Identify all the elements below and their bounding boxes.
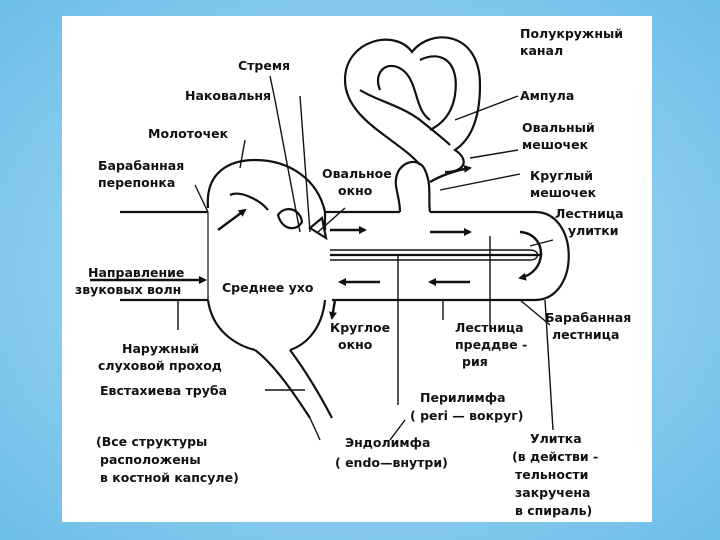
label-scala-tympani: Барабанная	[545, 310, 631, 325]
label-perilymph: Перилимфа	[420, 390, 506, 405]
label-scala-vestibuli: Лестница	[455, 320, 524, 335]
svg-text:мешочек: мешочек	[530, 185, 597, 200]
svg-text:мешочек: мешочек	[522, 137, 589, 152]
svg-text:преддве -: преддве -	[455, 337, 527, 352]
svg-text:окно: окно	[338, 183, 373, 198]
svg-text:лестница: лестница	[552, 327, 619, 342]
semicircular-canal-inner	[377, 55, 457, 131]
svg-text:в спираль): в спираль)	[515, 503, 592, 518]
svg-text:рия: рия	[462, 354, 488, 369]
svg-text:перепонка: перепонка	[98, 175, 175, 190]
label-eustachian-tube: Евстахиева труба	[100, 383, 227, 398]
middle-ear-cavity	[206, 158, 327, 352]
label-eardrum: Барабанная	[98, 158, 184, 173]
label-cochlear-duct: Лестница	[555, 206, 624, 221]
label-stapes: Стремя	[238, 58, 290, 73]
svg-text:( peri — вокруг): ( peri — вокруг)	[410, 408, 523, 423]
label-incus: Наковальня	[185, 88, 271, 103]
label-middle-ear: Среднее ухо	[222, 280, 314, 295]
svg-text:( endo—внутри): ( endo—внутри)	[335, 455, 448, 470]
label-ear-canal: Наружный	[122, 341, 199, 356]
label-endolymph: Эндолимфа	[345, 435, 430, 450]
malleus-shape	[229, 192, 269, 211]
svg-text:(в действи -: (в действи -	[512, 449, 598, 464]
svg-text:улитки: улитки	[568, 223, 619, 238]
svg-text:в костной капсуле): в костной капсуле)	[100, 470, 239, 485]
eustachian-tube-shape	[254, 349, 333, 419]
stapes-shape	[308, 215, 328, 241]
incus-shape	[276, 208, 304, 230]
label-bony-capsule: (Все структуры	[96, 434, 207, 449]
label-round-window: Круглое	[330, 320, 390, 335]
svg-text:слуховой проход: слуховой проход	[98, 358, 222, 373]
svg-text:канал: канал	[520, 43, 563, 58]
label-utricle: Овальный	[522, 120, 595, 135]
label-cochlea: Улитка	[530, 431, 582, 446]
svg-text:закручена: закручена	[515, 485, 590, 500]
svg-text:расположены: расположены	[100, 452, 201, 467]
diagram-sheet: Полукружный канал Стремя Наковальня Ампу…	[62, 16, 652, 522]
ear-diagram: Полукружный канал Стремя Наковальня Ампу…	[75, 26, 631, 518]
ear-canal	[120, 210, 208, 302]
label-wave-direction: Направление	[88, 265, 184, 280]
semicircular-canal-outer	[343, 36, 482, 174]
cochlea-outer	[325, 210, 570, 302]
label-oval-window: Овальное	[322, 166, 392, 181]
svg-text:тельности: тельности	[515, 467, 588, 482]
label-saccule: Круглый	[530, 168, 593, 183]
svg-text:окно: окно	[338, 337, 373, 352]
label-semicircular-canal: Полукружный	[520, 26, 623, 41]
label-ampulla: Ампула	[520, 88, 574, 103]
svg-text:звуковых волн: звуковых волн	[75, 282, 181, 297]
label-malleus: Молоточек	[148, 126, 229, 141]
vestibule	[394, 160, 432, 213]
